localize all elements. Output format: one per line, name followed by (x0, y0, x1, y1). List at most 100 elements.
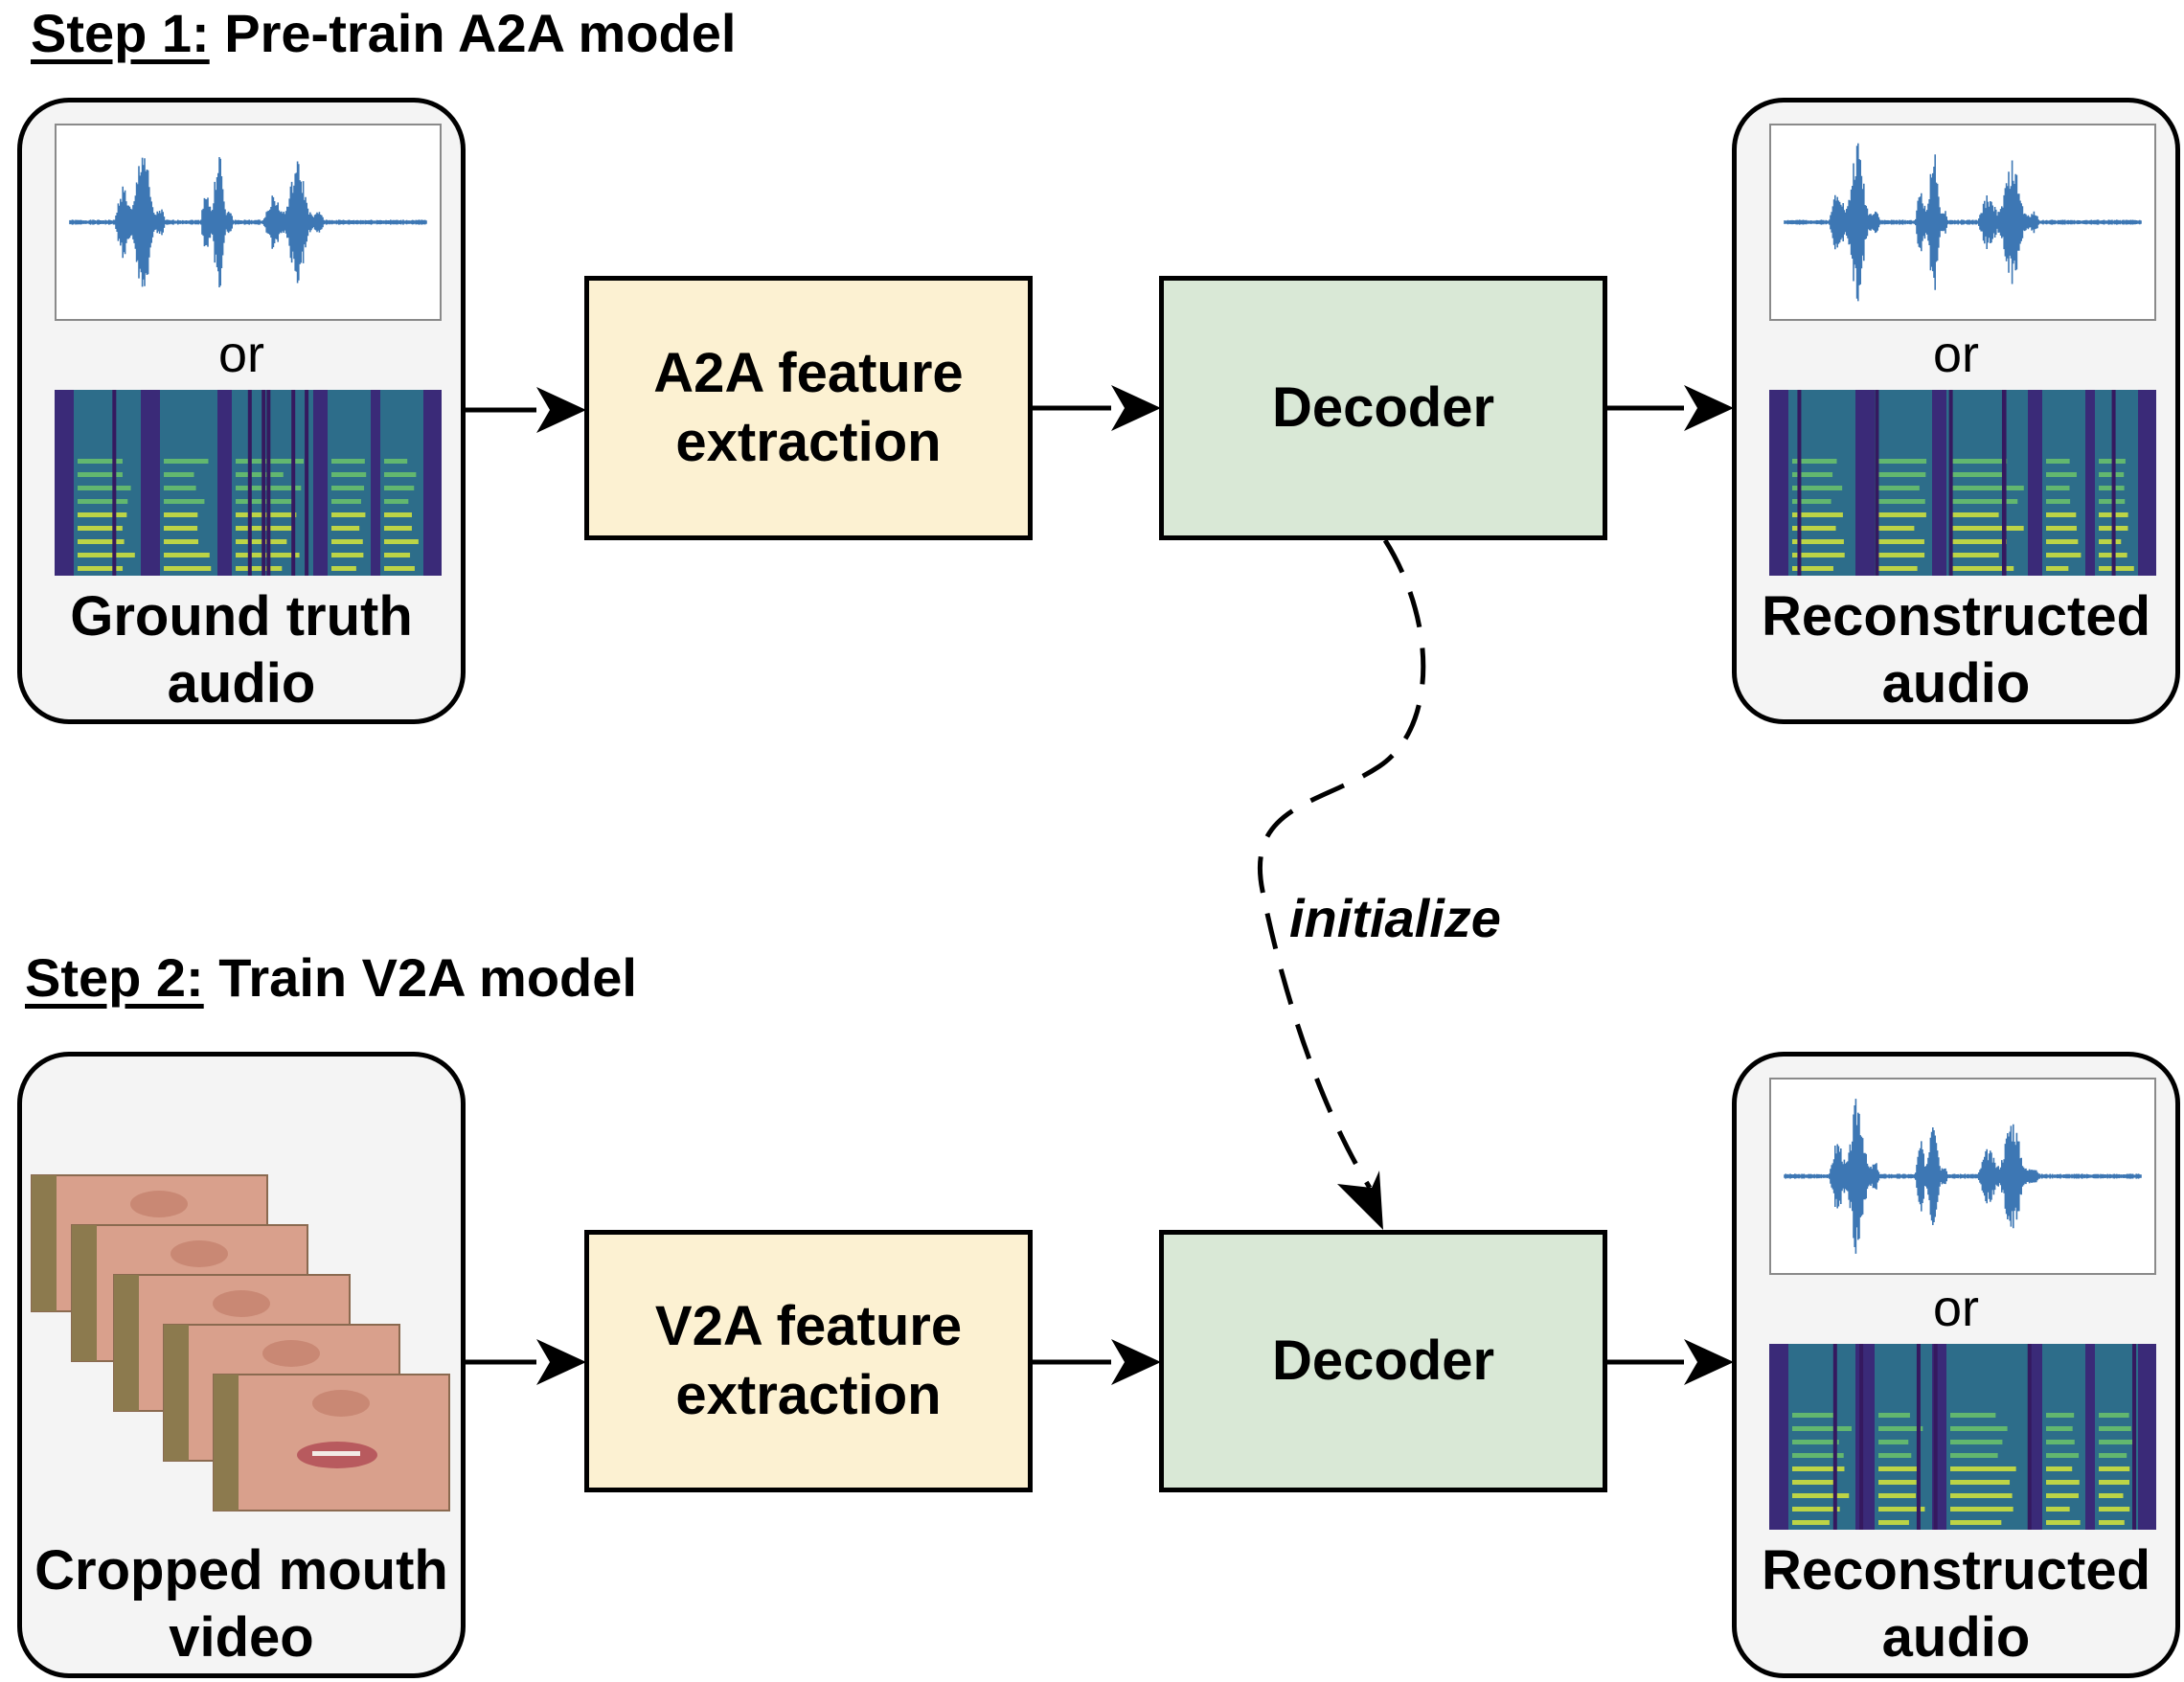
spectrogram-harmonic (1792, 486, 1843, 490)
spectrogram-harmonic (1792, 1426, 1852, 1431)
spectrogram-harmonic (1878, 1480, 1917, 1485)
spectrogram-harmonic (2099, 1507, 2130, 1512)
spectrogram-harmonic (1878, 1520, 1909, 1525)
step1-heading: Step 1: Pre-train A2A model (31, 2, 736, 64)
spectrogram-harmonic (2099, 1440, 2134, 1444)
spectrogram-harmonic (384, 526, 412, 531)
spectrogram-segment (2042, 390, 2085, 576)
spectrogram-harmonic (1950, 539, 2007, 544)
mouth-video-frames (31, 1174, 450, 1512)
spectrogram-harmonic (1878, 526, 1915, 531)
spectrogram-harmonic (1950, 512, 1999, 517)
spectrogram-segment (1875, 1344, 1932, 1530)
spectrogram-harmonic (1878, 459, 1927, 464)
spectrogram-gap (266, 390, 271, 576)
spectrogram-harmonic (1950, 1507, 2013, 1512)
spectrogram-harmonic (1950, 1413, 1996, 1418)
spectrogram-harmonic (1792, 1440, 1839, 1444)
spectrogram-harmonic (78, 499, 128, 504)
spectrogram-harmonic (78, 472, 123, 477)
spectrogram-harmonic (1950, 1520, 2002, 1525)
spectrogram-harmonic (1878, 1413, 1910, 1418)
spectrogram-gap (2002, 390, 2007, 576)
arrowhead (536, 1339, 586, 1385)
spectrogram-harmonic (78, 539, 125, 544)
spectrogram-gap (2132, 1344, 2137, 1530)
spectrogram-gap (305, 390, 309, 576)
spectrogram-harmonic (236, 539, 287, 544)
spectrogram-harmonic (1950, 486, 2024, 490)
spectrogram-harmonic (2046, 1466, 2073, 1471)
spectrogram-segment (1875, 390, 1932, 576)
arrowhead (1111, 385, 1161, 431)
spectrogram-harmonic (2099, 1480, 2130, 1485)
step1-title: Pre-train A2A model (209, 3, 737, 63)
spectrogram-harmonic (384, 472, 417, 477)
or-label: or (1932, 326, 1979, 383)
spectrogram-gap (1916, 1344, 1921, 1530)
spectrogram-gap (1859, 1344, 1864, 1530)
spectrogram-harmonic (2046, 486, 2070, 490)
spectrogram-harmonic (384, 566, 415, 571)
spectrogram-harmonic (2046, 1507, 2070, 1512)
spectrogram-gap (2111, 390, 2116, 576)
spectrogram-harmonic (2046, 1493, 2079, 1498)
spectrogram-harmonic (236, 566, 283, 571)
spectrogram-gap (2027, 1344, 2032, 1530)
spectrogram-harmonic (1950, 499, 2018, 504)
spectrogram-segment (380, 390, 423, 576)
spectrogram-harmonic (331, 486, 365, 490)
decoder-box-step1: Decoder (1159, 276, 1607, 540)
spectrogram-harmonic (1878, 1440, 1909, 1444)
spectrogram-harmonic (384, 499, 409, 504)
arrowhead (1337, 1171, 1383, 1230)
spectrogram-harmonic (384, 459, 408, 464)
spectrogram-segment (1946, 390, 2028, 576)
reconstructed-audio-panel-2: or Reconstructed audio (1732, 1052, 2180, 1678)
spectrogram-gap (247, 390, 252, 576)
initialize-dashed-arrow (1258, 538, 1426, 1190)
spectrogram-harmonic (1878, 1493, 1917, 1498)
spectrogram-harmonic (2099, 472, 2125, 477)
arrowhead (1111, 1339, 1161, 1385)
spectrogram-harmonic (1792, 553, 1845, 557)
ground-truth-audio-panel: or Ground truth audio (17, 98, 466, 724)
spectrogram-harmonic (1950, 472, 2003, 477)
spectrogram-segment (160, 390, 217, 576)
spectrogram-harmonic (384, 553, 411, 557)
frame-hair (32, 1175, 57, 1311)
video-frame (213, 1374, 450, 1512)
or-label: or (217, 326, 264, 383)
waveform-image (1769, 1078, 2156, 1275)
reconstructed-audio-caption: Reconstructed audio (1737, 1537, 2175, 1671)
spectrogram-gap (1832, 1344, 1837, 1530)
spectrogram-harmonic (1878, 566, 1918, 571)
spectrogram-harmonic (331, 512, 366, 517)
spectrogram-harmonic (164, 486, 196, 490)
spectrogram-gap (112, 390, 117, 576)
spectrogram-harmonic (2046, 553, 2082, 557)
spectrogram-segment (74, 390, 141, 576)
spectrogram-harmonic (1792, 499, 1831, 504)
spectrogram-harmonic (1792, 1507, 1840, 1512)
spectrogram-harmonic (2046, 1440, 2075, 1444)
spectrogram-gap (1933, 1344, 1938, 1530)
spectrogram-harmonic (2046, 539, 2079, 544)
ground-truth-audio-caption: Ground truth audio (22, 583, 461, 717)
spectrogram-image (1769, 1344, 2156, 1530)
spectrogram-gap (291, 390, 296, 576)
spectrogram-harmonic (164, 526, 198, 531)
spectrogram-harmonic (78, 553, 135, 557)
spectrogram-harmonic (1878, 486, 1920, 490)
spectrogram-harmonic (2099, 1493, 2124, 1498)
spectrogram-harmonic (2099, 1466, 2130, 1471)
reconstructed-audio-panel-1: or Reconstructed audio (1732, 98, 2180, 724)
frame-nose (312, 1390, 370, 1417)
decoder-label: Decoder (1271, 1330, 1495, 1392)
spectrogram-harmonic (1950, 459, 2008, 464)
spectrogram-segment (2095, 1344, 2138, 1530)
spectrogram-gap (1797, 390, 1802, 576)
spectrogram-harmonic (164, 499, 205, 504)
spectrogram-harmonic (1792, 1520, 1830, 1525)
